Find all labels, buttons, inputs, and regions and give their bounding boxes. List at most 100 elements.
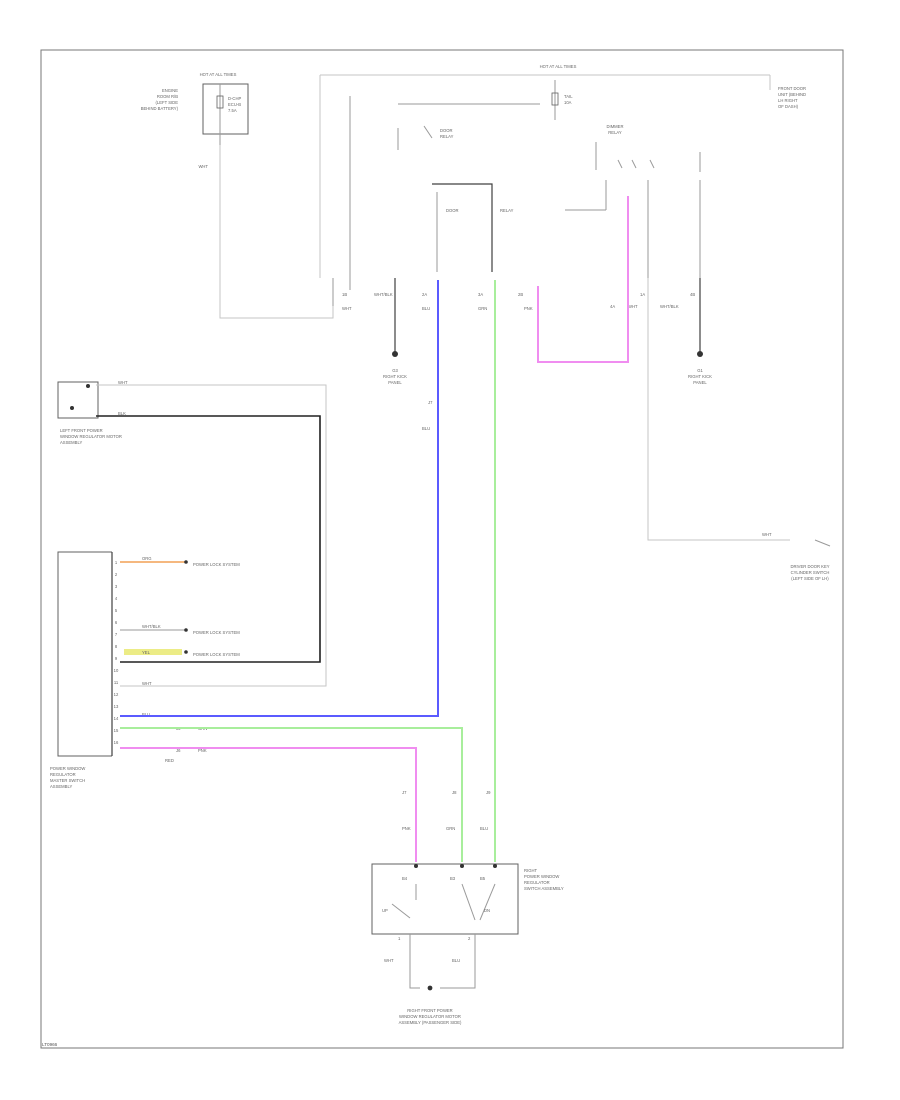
ref-power-lock-1: POWER LOCK SYSTEM xyxy=(193,562,240,567)
right-motor-icon xyxy=(427,985,433,991)
right-switch-title-2: POWER WINDOW xyxy=(524,874,559,879)
master-pin-number: 2 xyxy=(115,572,118,577)
right-window-switch: B4 B3 B5 UP DN RIGHT POWER WINDOW REGULA… xyxy=(371,863,564,935)
right-motor-title-2: WINDOW REGULATOR MOTOR xyxy=(399,1014,461,1019)
diagram-frame xyxy=(40,49,844,1049)
bottom-splice-j7: J7 xyxy=(402,790,407,795)
dimmer-relay-name-1: DIMMER xyxy=(607,124,624,129)
tail-fuse-name: TAIL xyxy=(564,94,573,99)
master-pin-number: 5 xyxy=(115,608,118,613)
blue-splice-label: J7 xyxy=(428,400,433,405)
switch-up-label: UP xyxy=(382,908,388,913)
right-switch-title-4: SWITCH ASSEMBLY xyxy=(524,886,564,891)
motor-pin-1: 1 xyxy=(398,936,401,941)
right-switch-pin-2: B3 xyxy=(450,876,456,881)
wire-pink-loop xyxy=(537,196,629,363)
ground-icon xyxy=(697,351,703,357)
master-switch: POWER WINDOW REGULATOR MASTER SWITCH ASS… xyxy=(50,551,240,789)
wire-orange-label: ORG xyxy=(142,556,152,561)
ground-g3-name-2: RIGHT KICK xyxy=(383,374,407,379)
panel-name-3: LH RIGHT xyxy=(778,98,798,103)
conn-wire-7: WHT/BLK xyxy=(660,304,679,309)
ground-g3-name-1: G3 xyxy=(392,368,398,373)
ground-g1-name-2: RIGHT KICK xyxy=(688,374,712,379)
ref-power-lock-3: POWER LOCK SYSTEM xyxy=(193,652,240,657)
fuse-icon xyxy=(216,95,224,109)
switch-dn-label: DN xyxy=(484,908,490,913)
switch-contact-up xyxy=(391,903,411,919)
door-relay-name-2: RELAY xyxy=(440,134,454,139)
master-title-4: ASSEMBLY xyxy=(50,784,72,789)
master-pin-number: 14 xyxy=(114,716,119,721)
key-switch-name-1: DRIVER DOOR KEY xyxy=(790,564,829,569)
door-relay-name-1: DOOR xyxy=(440,128,453,133)
splice-j6: J6 xyxy=(176,748,181,753)
ground-icon xyxy=(392,351,398,357)
fuse-name-3: 7.5A xyxy=(228,108,237,113)
top-left-fuse-block: HOT AT ALL TIMES ENGINE ROOM R/B (LEFT S… xyxy=(141,72,334,319)
inner-relay-label-a: DOOR xyxy=(446,208,459,213)
ground-g1-name-1: G1 xyxy=(697,368,703,373)
right-switch-pin-1: B4 xyxy=(402,876,408,881)
master-pin-number: 6 xyxy=(115,620,118,625)
master-pin-number: 13 xyxy=(114,704,119,709)
top-center-panel: HOT AT ALL TIMES FRONT DOOR UNIT (BEHIND… xyxy=(319,64,806,352)
right-switch-box xyxy=(371,863,519,935)
master-pin-number: 8 xyxy=(115,644,118,649)
conn-7: 4B xyxy=(690,292,695,297)
door-relay-switch xyxy=(423,125,433,139)
fuse-caption-3: (LEFT SIDE xyxy=(156,100,179,105)
tail-fuse-icon xyxy=(551,92,559,106)
conn-1: 1B xyxy=(342,292,347,297)
key-switch-contact xyxy=(814,539,831,547)
wire-yellow-label: YEL xyxy=(142,650,151,655)
conn-5: 4A xyxy=(610,304,615,309)
right-switch-title-1: RIGHT xyxy=(524,868,537,873)
master-pin-number: 1 xyxy=(115,560,118,565)
left-motor-icon xyxy=(70,406,74,410)
master-pin-number: 12 xyxy=(114,692,119,697)
ground-g3: G3 RIGHT KICK PANEL xyxy=(383,351,407,385)
ref-power-lock-2: POWER LOCK SYSTEM xyxy=(193,630,240,635)
master-pin-number: 15 xyxy=(114,728,119,733)
panel-name-1: FRONT DOOR xyxy=(778,86,806,91)
wire-green-branch xyxy=(120,727,463,862)
bottom-wire-grn: GRN xyxy=(446,826,455,831)
left-motor-title-3: ASSEMBLY xyxy=(60,440,82,445)
bottom-splice-j8: J8 xyxy=(452,790,457,795)
master-pin-number: 11 xyxy=(114,680,119,685)
wire-whtblk-label: WHT/BLK xyxy=(142,624,161,629)
bottom-splice-j9: J9 xyxy=(486,790,491,795)
conn-wire-3: BLU xyxy=(422,306,430,311)
blue-wire-label: BLU xyxy=(422,426,430,431)
dimmer-relay-name-2: RELAY xyxy=(608,130,622,135)
fuse-caption-1: ENGINE xyxy=(162,88,178,93)
master-pin-number: 9 xyxy=(115,656,118,661)
left-motor-title-2: WINDOW REGULATOR MOTOR xyxy=(60,434,122,439)
master-title-1: POWER WINDOW xyxy=(50,766,85,771)
right-switch-title-3: REGULATOR xyxy=(524,880,550,885)
fuse-title: HOT AT ALL TIMES xyxy=(200,72,237,77)
wire-wht-label: WHT xyxy=(142,681,152,686)
ground-g1-name-3: PANEL xyxy=(693,380,707,385)
conn-2: 2A xyxy=(422,292,427,297)
panel-name-2: UNIT (BEHIND xyxy=(778,92,806,97)
fuse-wire-label: WHT xyxy=(198,164,208,169)
conn-6: 1A xyxy=(640,292,645,297)
footer-code: LT0966 xyxy=(42,1042,58,1047)
right-switch-pin-3: B5 xyxy=(480,876,486,881)
wire-yellow xyxy=(124,649,182,655)
motor-wire-2: BLU xyxy=(452,958,460,963)
driver-door-key-switch: WHT DRIVER DOOR KEY CYLINDER SWITCH (LEF… xyxy=(647,278,831,581)
conn-wire-2: WHT/BLK xyxy=(374,292,393,297)
key-switch-name-3: (LEFT SIDE OF LH) xyxy=(791,576,829,581)
right-motor-title-1: RIGHT FRONT POWER xyxy=(407,1008,452,1013)
master-title-3: MASTER SWITCH xyxy=(50,778,85,783)
fuse-name-1: D-CHP xyxy=(228,96,241,101)
master-pin-number: 16 xyxy=(114,740,119,745)
master-pin-number: 3 xyxy=(115,584,118,589)
master-title-2: REGULATOR xyxy=(50,772,76,777)
left-motor-title-1: LEFT FRONT POWER xyxy=(60,428,103,433)
